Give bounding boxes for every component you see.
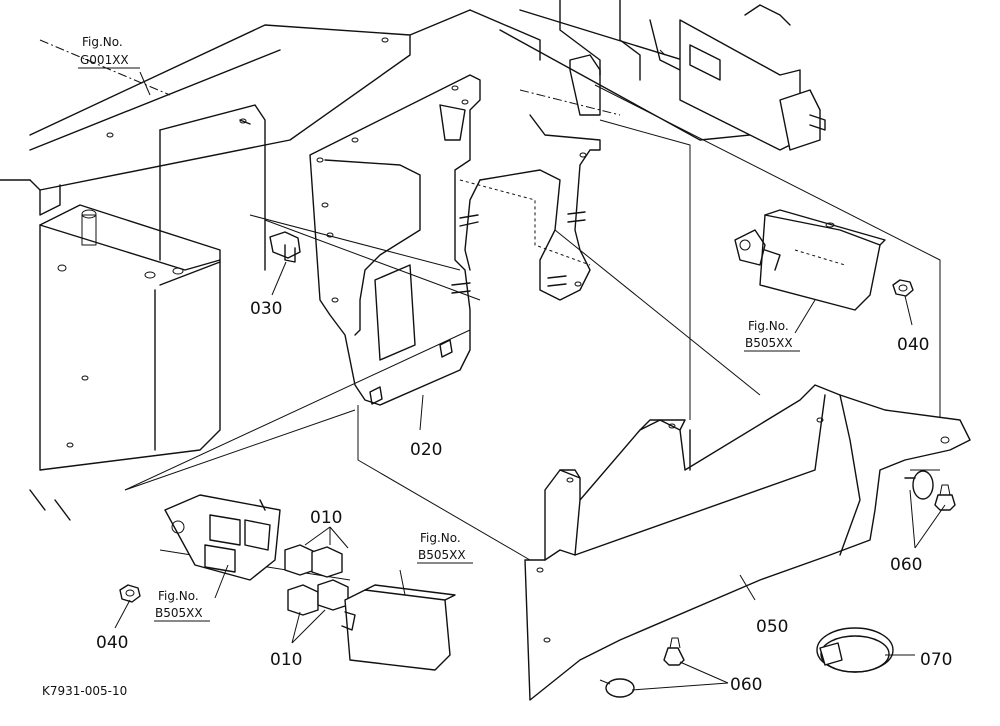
figure-ref-value: B505XX xyxy=(745,336,793,350)
control-box-housing xyxy=(29,204,221,521)
relay-lower xyxy=(341,584,456,671)
figure-ref-value: B505XX xyxy=(155,606,203,620)
nut-040-lower xyxy=(119,584,141,603)
figure-ref-value: G001XX xyxy=(80,53,129,67)
figure-ref-label: Fig.No. xyxy=(158,589,199,603)
pin-060-group xyxy=(599,469,956,698)
assembly-guides xyxy=(124,84,941,581)
clamp-070 xyxy=(816,627,894,673)
callout-040-upper: 040 xyxy=(897,335,929,355)
relay-upper xyxy=(734,209,886,311)
bracket-020 xyxy=(309,74,621,406)
panel-050 xyxy=(524,384,971,701)
figure-ref-b505xx-lower: Fig.No. B505XX xyxy=(154,589,210,622)
callout-040-lower: 040 xyxy=(96,633,128,653)
callout-060-right: 060 xyxy=(890,555,922,575)
relay-mount-plate xyxy=(451,114,601,301)
figure-ref-b505xx-upper: Fig.No. B505XX xyxy=(744,319,800,352)
figure-ref-label: Fig.No. xyxy=(748,319,789,333)
nut-040-upper xyxy=(892,279,914,297)
callout-030: 030 xyxy=(250,299,282,319)
figure-ref-label: Fig.No. xyxy=(420,531,461,545)
chassis-frame xyxy=(0,9,471,271)
figure-ref-label: Fig.No. xyxy=(82,35,123,49)
callout-010-upper: 010 xyxy=(310,508,342,528)
callout-010-lower: 010 xyxy=(270,650,302,670)
top-right-assembly xyxy=(469,0,826,151)
drawing-code: K7931-005-10 xyxy=(42,684,127,698)
figure-ref-value: B505XX xyxy=(418,548,466,562)
figure-ref-g001xx: Fig.No. G001XX xyxy=(78,35,140,69)
callout-070: 070 xyxy=(920,650,952,670)
callout-050: 050 xyxy=(756,617,788,637)
figure-ref-b505xx-middle: Fig.No. B505XX xyxy=(417,531,473,564)
callout-060-bottom: 060 xyxy=(730,675,762,695)
callout-020: 020 xyxy=(410,440,442,460)
leader-lines xyxy=(114,71,946,691)
relay-block-lower xyxy=(164,494,349,616)
bolt-030 xyxy=(239,118,301,263)
